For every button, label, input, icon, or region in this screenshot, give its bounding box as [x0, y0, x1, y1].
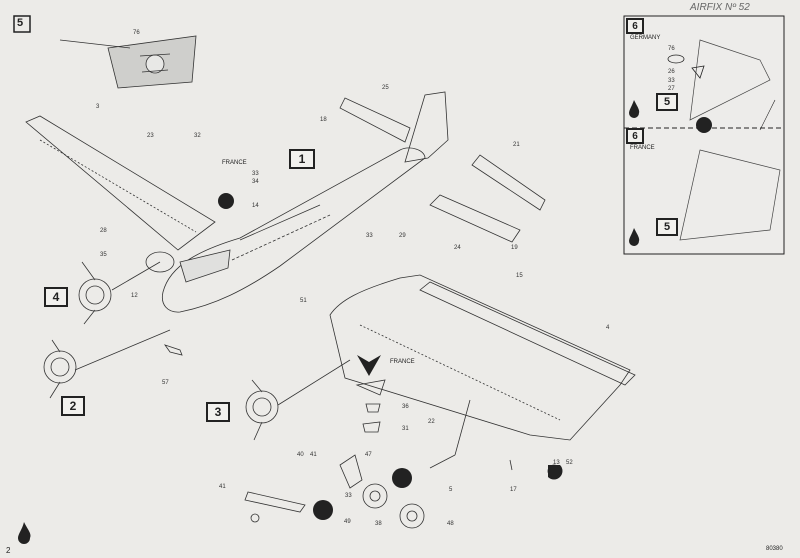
- part-19: 19: [511, 245, 518, 251]
- tail-fin: [404, 91, 449, 163]
- right-wing: [329, 274, 631, 441]
- part-15: 15: [516, 273, 523, 279]
- inset-step-6-top: 6: [626, 18, 644, 34]
- inset-box-5-top: 5: [656, 93, 678, 111]
- step-box-2: 2: [61, 396, 85, 416]
- page-number: 2: [6, 546, 11, 555]
- part-21: 21: [513, 142, 520, 148]
- fuselage: [161, 147, 426, 313]
- wheel-left: [362, 483, 388, 509]
- part-38: 38: [375, 521, 382, 527]
- part-4: 4: [606, 325, 610, 331]
- engine-3: [245, 390, 279, 424]
- inset-part-76: 76: [668, 46, 675, 52]
- inset-part-26: 26: [668, 69, 675, 75]
- inset-france-label: FRANCE: [630, 145, 655, 151]
- part-33b: 33: [366, 233, 373, 239]
- question-decal-top: [218, 193, 234, 209]
- tail-plane-right-upper: [471, 154, 546, 211]
- step-box-4: 4: [44, 287, 68, 307]
- part-22: 22: [428, 419, 435, 425]
- part-35: 35: [100, 252, 107, 258]
- part-14: 14: [252, 203, 259, 209]
- step-box-3: 3: [206, 402, 230, 422]
- v-decal: [357, 355, 381, 376]
- tail-plane-right-lower: [429, 194, 521, 243]
- inset-part-33: 33: [668, 78, 675, 84]
- left-nacelle: [145, 251, 175, 273]
- step-number: 5: [17, 17, 24, 29]
- part-48: 48: [447, 521, 454, 527]
- part-41b: 41: [219, 484, 226, 490]
- engine-4: [78, 278, 112, 312]
- question-decal-inset: [696, 117, 712, 133]
- step-box-1: 1: [289, 149, 315, 169]
- part-33c: 33: [345, 493, 352, 499]
- detail-part: 76: [133, 30, 140, 36]
- part-17: 17: [510, 487, 517, 493]
- left-wing: [25, 115, 216, 251]
- inset-panel: [623, 15, 785, 255]
- part-41: 41: [310, 452, 317, 458]
- part-24: 24: [454, 245, 461, 251]
- kit-code: 80380: [766, 546, 783, 552]
- part-5: 5: [449, 487, 453, 493]
- part-13: 13: [553, 460, 560, 466]
- part-23: 23: [147, 133, 154, 139]
- part-31: 31: [402, 426, 409, 432]
- engine-2: [43, 350, 77, 384]
- inset-part-27: 27: [668, 86, 675, 92]
- part-29: 29: [399, 233, 406, 239]
- france-label-wing: FRANCE: [390, 359, 415, 365]
- part-49: 49: [344, 519, 351, 525]
- part-33: 33: [252, 171, 259, 177]
- part-57: 57: [162, 380, 169, 386]
- part-32: 32: [194, 133, 201, 139]
- part-18: 18: [320, 117, 327, 123]
- part-47: 47: [365, 452, 372, 458]
- part-34: 34: [252, 179, 259, 185]
- part-3: 3: [96, 104, 100, 110]
- part-28: 28: [100, 228, 107, 234]
- germany-label: GERMANY: [630, 35, 661, 41]
- part-40: 40: [297, 452, 304, 458]
- inset-box-5-bottom: 5: [656, 218, 678, 236]
- part-51: 51: [300, 298, 307, 304]
- part-36: 36: [402, 404, 409, 410]
- tail-plane-left: [339, 97, 411, 143]
- part-12: 12: [131, 293, 138, 299]
- cross-decal-2: [392, 468, 412, 488]
- paint-drop-icon: [18, 522, 31, 544]
- part-25: 25: [382, 85, 389, 91]
- wheel-right: [399, 503, 425, 529]
- handwritten-note: AIRFIX Nº 52: [690, 2, 750, 13]
- france-label-top: FRANCE: [222, 160, 247, 166]
- cross-decal-1: [313, 500, 333, 520]
- inset-step-6-bottom: 6: [626, 128, 644, 144]
- part-52: 52: [566, 460, 573, 466]
